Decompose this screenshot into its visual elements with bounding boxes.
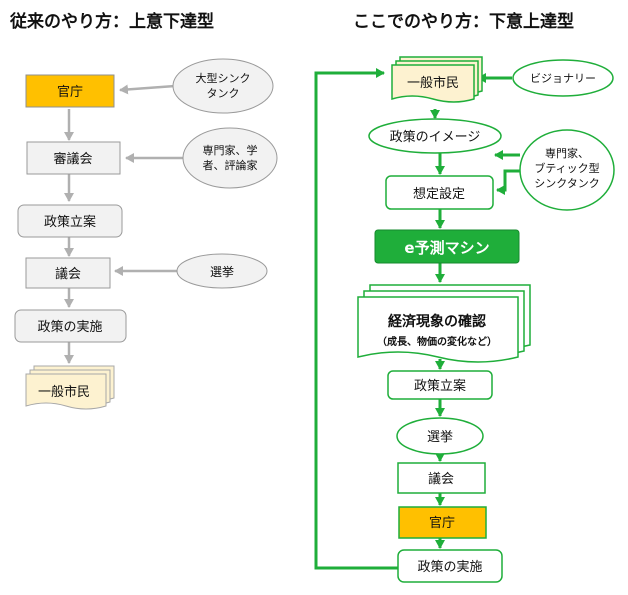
left-node-ippan-shimin: 一般市民 [25, 365, 115, 410]
right-node-seisaku-jisshi: 政策の実施 [397, 549, 503, 583]
right-title: ここでのやり方：下意上達型 [353, 11, 574, 32]
left-ippan-shimin-label: 一般市民 [38, 384, 90, 400]
left-side-experts: 専門家、学 者、評論家 [182, 127, 278, 189]
right-experts-line3: シンクタンク [534, 177, 600, 190]
right-kancho-label: 官庁 [429, 515, 455, 531]
right-seisaku-jisshi-label: 政策の実施 [417, 559, 482, 575]
right-keizai-sub-label: （成長、物価の変化など） [377, 335, 497, 348]
left-shingikai-label: 審議会 [53, 152, 92, 167]
left-side-think-tank: 大型シンク タンク [172, 58, 274, 114]
right-seisaku-ritsuan-label: 政策立案 [414, 378, 466, 394]
left-node-gikai: 議会 [25, 257, 111, 289]
left-think-tank-line1: 大型シンク [196, 71, 251, 85]
right-connectors [314, 68, 520, 570]
right-node-soutei: 想定設定 [385, 175, 494, 210]
right-node-machine: e予測マシン [374, 229, 520, 264]
right-visionary-label: ビジョナリー [530, 72, 596, 85]
right-soutei-label: 想定設定 [413, 186, 465, 202]
right-node-gikai: 議会 [397, 462, 486, 494]
right-senkyo-label: 選挙 [427, 430, 453, 445]
right-gikai-label: 議会 [428, 472, 454, 487]
right-node-kancho: 官庁 [398, 506, 487, 539]
right-keizai-label: 経済現象の確認 [388, 313, 486, 330]
right-side-visionary: ビジョナリー [512, 59, 614, 97]
right-node-senkyo: 選挙 [396, 417, 484, 455]
left-gikai-label: 議会 [55, 267, 81, 282]
right-machine-label: e予測マシン [404, 239, 489, 257]
right-experts-line1: 専門家、 [545, 146, 589, 160]
right-node-seisaku-ritsuan: 政策立案 [387, 370, 493, 400]
left-side-senkyo: 選挙 [176, 253, 268, 289]
left-kancho-label: 官庁 [57, 84, 83, 100]
left-seisaku-ritsuan-label: 政策立案 [44, 214, 96, 230]
right-ippan-shimin-label: 一般市民 [407, 75, 459, 91]
left-node-seisaku-jisshi: 政策の実施 [14, 309, 127, 343]
right-experts-line2: ブティック型 [534, 161, 599, 175]
right-node-keizai: 経済現象の確認 （成長、物価の変化など） [357, 284, 531, 363]
left-node-kancho: 官庁 [25, 74, 115, 108]
left-seisaku-jisshi-label: 政策の実施 [37, 319, 102, 335]
right-image-label: 政策のイメージ [390, 129, 481, 145]
left-experts-line1: 専門家、学 [203, 143, 258, 157]
left-node-seisaku-ritsuan: 政策立案 [17, 204, 123, 238]
right-node-ippan-shimin: 一般市民 [391, 56, 483, 103]
left-node-shingikai: 審議会 [26, 141, 121, 175]
left-think-tank-line2: タンク [207, 87, 240, 100]
left-experts-line2: 者、評論家 [203, 158, 258, 172]
left-title: 従来のやり方：上意下達型 [9, 11, 214, 32]
right-side-experts: 専門家、 ブティック型 シンクタンク [519, 129, 615, 211]
left-senkyo-label: 選挙 [210, 265, 234, 279]
right-node-image: 政策のイメージ [368, 118, 502, 154]
left-connectors [64, 84, 186, 364]
